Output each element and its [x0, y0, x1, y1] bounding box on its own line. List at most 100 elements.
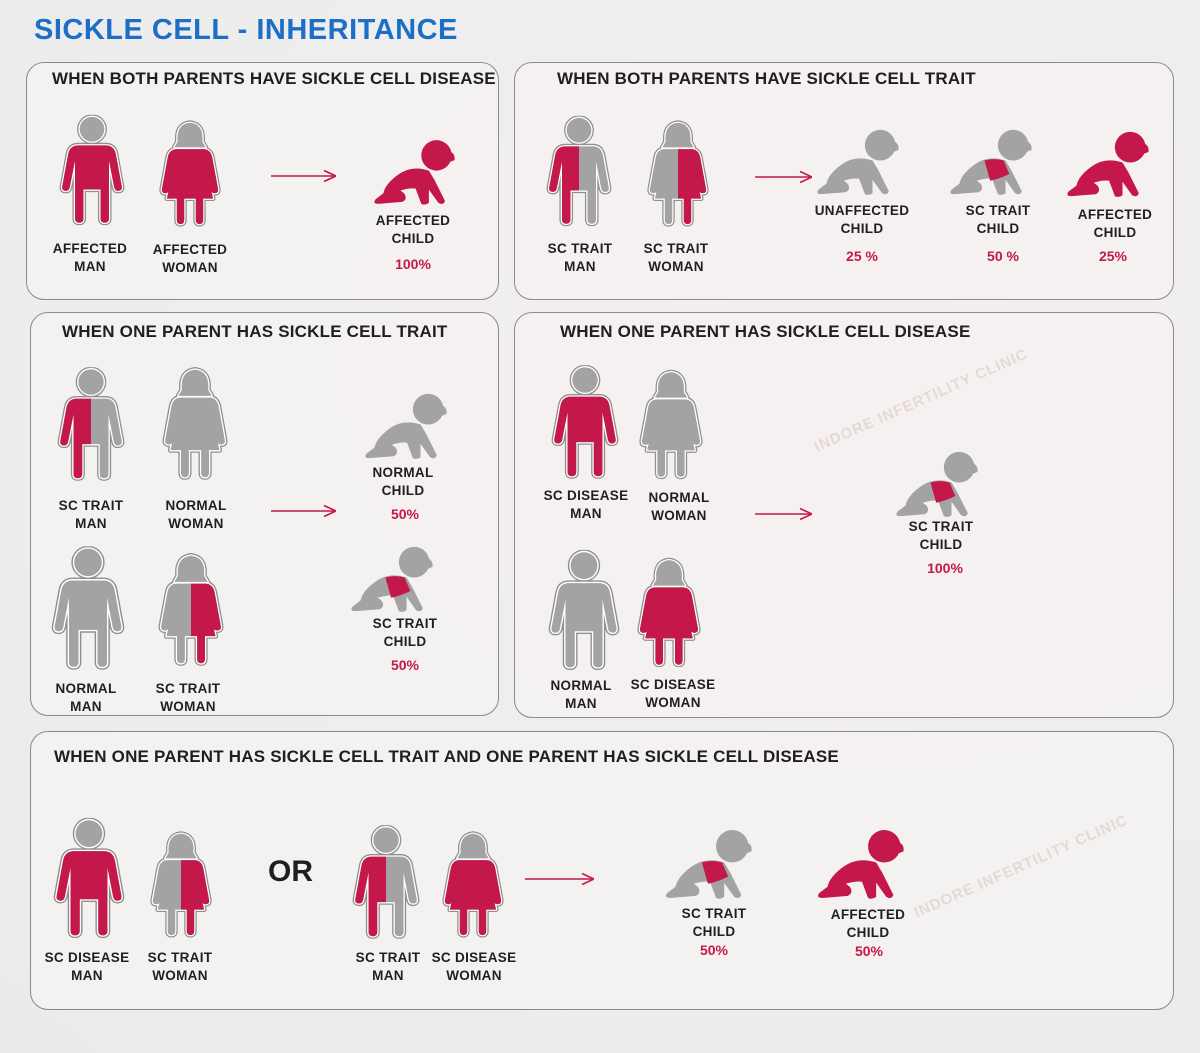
woman-person-icon: [156, 544, 226, 674]
parent-label-line2: WOMAN: [152, 968, 208, 983]
man-person-icon: [547, 544, 621, 676]
arrow-right-icon: [755, 507, 812, 521]
child-label-line1: AFFECTED: [830, 907, 906, 922]
child-percent: 50%: [854, 943, 884, 959]
or-label: OR: [268, 855, 313, 888]
parent-label-line1: NORMAL: [165, 498, 227, 513]
child-label-line2: CHILD: [976, 221, 1020, 236]
panel-heading: WHEN ONE PARENT HAS SICKLE CELL DISEASE: [560, 322, 971, 341]
crawling-baby-icon: [345, 543, 445, 615]
crawling-baby-icon: [1062, 128, 1160, 200]
man-person-icon: [550, 357, 620, 487]
arrow-right-icon: [271, 169, 336, 183]
child-label-line2: CHILD: [391, 231, 435, 246]
woman-person-icon: [148, 820, 214, 948]
parent-label: SC DISEASE WOMAN: [432, 949, 517, 985]
child-label: AFFECTED CHILD: [376, 212, 450, 248]
child-percent: 100%: [395, 256, 431, 272]
woman-person-icon: [160, 358, 230, 488]
panel-heading: WHEN ONE PARENT HAS SICKLE CELL TRAIT: [62, 322, 448, 341]
crawling-baby-icon: [812, 126, 910, 198]
child-label-line2: CHILD: [692, 924, 736, 939]
child-label-line2: CHILD: [383, 634, 427, 649]
man-person-icon: [545, 106, 613, 236]
parent-label-line1: SC TRAIT: [643, 241, 709, 256]
parent-label: SC TRAIT WOMAN: [148, 949, 213, 985]
crawling-baby-icon: [890, 448, 990, 520]
child-label-line1: SC TRAIT: [965, 203, 1031, 218]
parent-label-line1: SC TRAIT: [58, 498, 124, 513]
parent-label: AFFECTED WOMAN: [153, 241, 227, 277]
man-person-icon: [56, 358, 126, 490]
child-label-line1: UNAFFECTED: [814, 203, 910, 218]
man-person-icon: [52, 808, 126, 948]
parent-label-line1: SC TRAIT: [355, 950, 421, 965]
child-percent: 50%: [390, 506, 420, 522]
child-label-line1: AFFECTED: [375, 213, 451, 228]
panel-heading: WHEN BOTH PARENTS HAVE SICKLE CELL TRAIT: [557, 69, 976, 88]
man-person-icon: [50, 541, 126, 675]
parent-label-line2: MAN: [70, 699, 102, 714]
parent-label-line1: AFFECTED: [152, 242, 228, 257]
parent-label-line2: WOMAN: [651, 508, 707, 523]
parent-label: NORMAL MAN: [55, 680, 116, 716]
panel-heading: WHEN BOTH PARENTS HAVE SICKLE CELL DISEA…: [52, 69, 496, 88]
panel-heading: WHEN ONE PARENT HAS SICKLE CELL TRAIT AN…: [54, 747, 839, 766]
parent-label-line2: WOMAN: [168, 516, 224, 531]
parent-label-line2: WOMAN: [162, 260, 218, 275]
parent-label-line1: SC DISEASE: [630, 677, 716, 692]
parent-label-line2: MAN: [570, 506, 602, 521]
parent-label-line1: NORMAL: [55, 681, 117, 696]
parent-label-line1: AFFECTED: [52, 241, 128, 256]
child-label: NORMAL CHILD: [372, 464, 433, 500]
child-label: SC TRAIT CHILD: [966, 202, 1031, 238]
man-person-icon: [58, 105, 126, 235]
parent-label: NORMAL WOMAN: [165, 497, 226, 533]
child-label-line1: NORMAL: [372, 465, 434, 480]
woman-person-icon: [645, 111, 711, 235]
parent-label-line2: WOMAN: [645, 695, 701, 710]
child-percent: 50%: [390, 657, 420, 673]
crawling-baby-icon: [810, 826, 918, 902]
parent-label-line1: NORMAL: [648, 490, 710, 505]
arrow-right-icon: [271, 504, 336, 518]
parent-label-line2: MAN: [75, 516, 107, 531]
parent-label-line1: NORMAL: [550, 678, 612, 693]
inheritance-panel: [514, 312, 1174, 718]
arrow-right-icon: [525, 872, 594, 886]
woman-person-icon: [157, 111, 223, 235]
child-label-line2: CHILD: [840, 221, 884, 236]
crawling-baby-icon: [360, 390, 458, 462]
child-label-line2: CHILD: [1093, 225, 1137, 240]
child-label-line1: SC TRAIT: [372, 616, 438, 631]
parent-label-line1: SC DISEASE: [431, 950, 517, 965]
parent-label-line1: SC TRAIT: [147, 950, 213, 965]
child-label: SC TRAIT CHILD: [373, 615, 438, 651]
parent-label-line2: WOMAN: [446, 968, 502, 983]
child-label: AFFECTED CHILD: [1078, 206, 1152, 242]
crawling-baby-icon: [370, 136, 465, 208]
parent-label: SC DISEASE WOMAN: [631, 676, 716, 712]
inheritance-panel: [30, 731, 1174, 1010]
parent-label-line1: SC DISEASE: [543, 488, 629, 503]
child-label: UNAFFECTED CHILD: [815, 202, 910, 238]
woman-person-icon: [440, 820, 506, 948]
child-label-line1: AFFECTED: [1077, 207, 1153, 222]
child-label-line2: CHILD: [919, 537, 963, 552]
parent-label-line2: MAN: [564, 259, 596, 274]
arrow-right-icon: [755, 170, 812, 184]
child-percent: 50%: [699, 942, 729, 958]
woman-person-icon: [635, 548, 703, 676]
woman-person-icon: [637, 360, 705, 488]
child-label-line2: CHILD: [381, 483, 425, 498]
child-percent: 25%: [1098, 248, 1128, 264]
